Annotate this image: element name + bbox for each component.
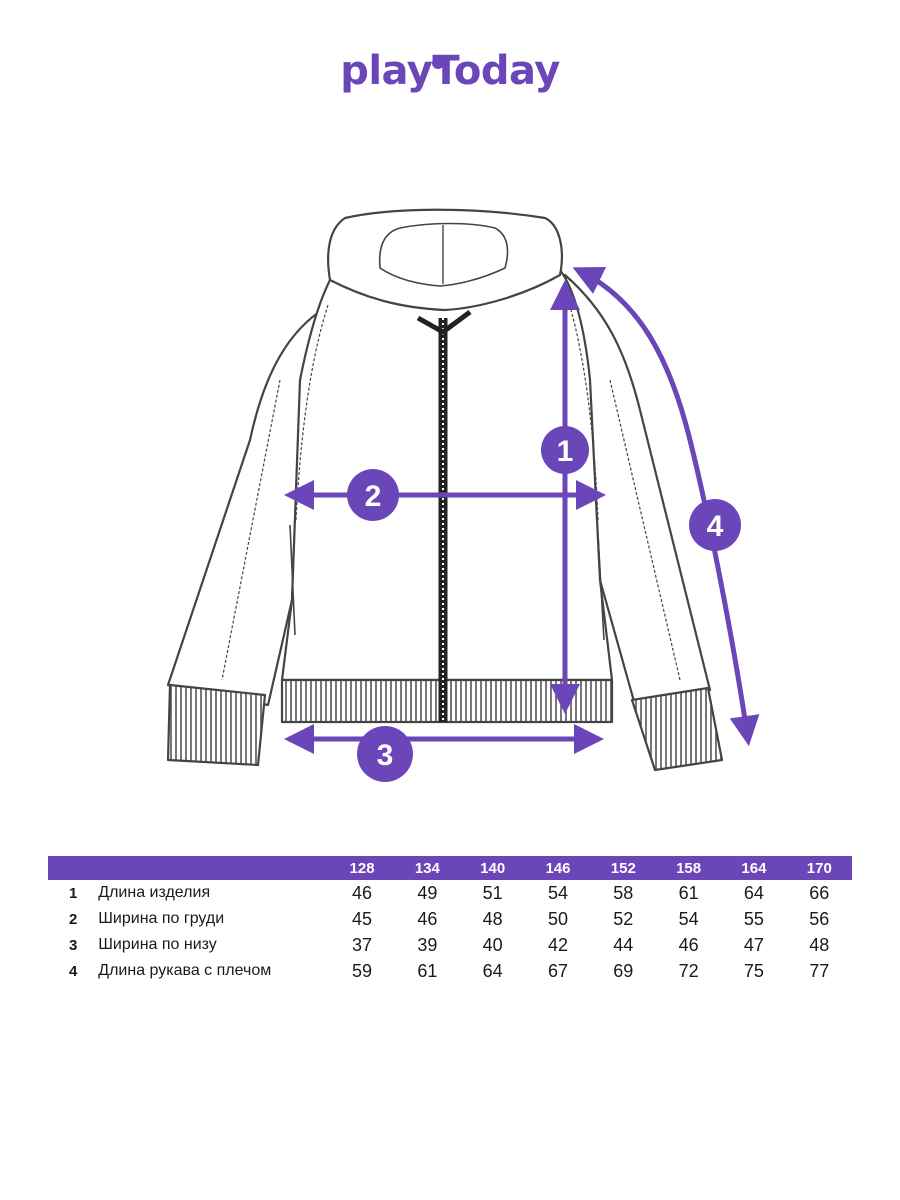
size-table: 128 134 140 146 152 158 164 170 1 Длина … [48, 856, 852, 984]
row-value: 37 [352, 934, 373, 955]
row-value: 55 [743, 908, 764, 929]
row-value: 46 [678, 934, 699, 955]
row-value: 46 [352, 882, 373, 903]
brand-logo-text: playToday [340, 48, 560, 94]
row-value: 61 [417, 960, 438, 981]
row-value: 67 [547, 960, 568, 981]
left-cuff [166, 683, 267, 767]
size-header: 164 [721, 856, 787, 880]
size-header-row: 128 134 140 146 152 158 164 170 [48, 856, 852, 880]
row-value: 66 [809, 882, 830, 903]
row-value: 46 [417, 908, 438, 929]
row-value: 42 [547, 934, 568, 955]
row-value: 40 [482, 934, 503, 955]
brand-logo-dot [432, 57, 444, 69]
table-row: 2 Ширина по груди 45 46 48 50 52 54 55 5… [48, 906, 852, 932]
row-value: 44 [613, 934, 634, 955]
marker-2-label: 2 [365, 480, 382, 513]
size-header: 134 [394, 856, 461, 880]
header-blank-name [98, 856, 330, 880]
size-header: 146 [525, 856, 591, 880]
row-measure-name: Длина рукава с плечом [98, 962, 272, 979]
row-value: 72 [678, 960, 699, 981]
row-value: 48 [482, 908, 503, 929]
right-cuff [630, 686, 724, 772]
brand-logo: playToday [0, 48, 900, 94]
size-header: 140 [460, 856, 526, 880]
sleeve-length-marker: 4 [689, 499, 741, 551]
table-row: 1 Длина изделия 46 49 51 54 58 61 64 66 [48, 880, 852, 906]
measure-line-4 [572, 266, 760, 746]
row-value: 50 [547, 908, 568, 929]
row-value: 75 [743, 960, 764, 981]
row-value: 51 [482, 882, 503, 903]
row-value: 58 [613, 882, 634, 903]
row-value: 59 [352, 960, 373, 981]
hem-width-marker: 3 [357, 726, 413, 782]
row-index: 3 [68, 936, 78, 954]
row-measure-name: Ширина по груди [98, 910, 225, 927]
marker-4-label: 4 [707, 510, 724, 543]
jacket-measurement-diagram: 1 2 3 4 [166, 208, 760, 782]
table-row: 3 Ширина по низу 37 39 40 42 44 46 47 48 [48, 932, 852, 958]
row-value: 39 [417, 934, 438, 955]
row-value: 64 [482, 960, 503, 981]
size-header: 152 [590, 856, 656, 880]
row-value: 77 [809, 960, 830, 981]
length-marker: 1 [541, 426, 589, 474]
row-value: 64 [743, 882, 764, 903]
row-value: 45 [352, 908, 373, 929]
row-index: 1 [68, 884, 78, 902]
row-value: 54 [547, 882, 568, 903]
row-value: 69 [613, 960, 634, 981]
header-blank-index [48, 856, 99, 880]
chest-width-marker: 2 [347, 469, 399, 521]
table-row: 4 Длина рукава с плечом 59 61 64 67 69 7… [48, 958, 852, 984]
row-measure-name: Ширина по низу [98, 936, 217, 953]
row-index: 4 [68, 962, 78, 980]
marker-1-label: 1 [557, 435, 574, 468]
size-header: 170 [786, 856, 852, 880]
row-value: 56 [809, 908, 830, 929]
row-measure-name: Длина изделия [98, 884, 211, 901]
row-value: 61 [678, 882, 699, 903]
marker-3-label: 3 [377, 739, 394, 772]
row-value: 54 [678, 908, 699, 929]
size-header: 158 [655, 856, 722, 880]
zipper [416, 309, 472, 722]
row-value: 47 [743, 934, 764, 955]
row-index: 2 [68, 910, 78, 928]
row-value: 48 [809, 934, 830, 955]
row-value: 52 [613, 908, 634, 929]
size-header: 128 [329, 856, 395, 880]
row-value: 49 [417, 882, 438, 903]
